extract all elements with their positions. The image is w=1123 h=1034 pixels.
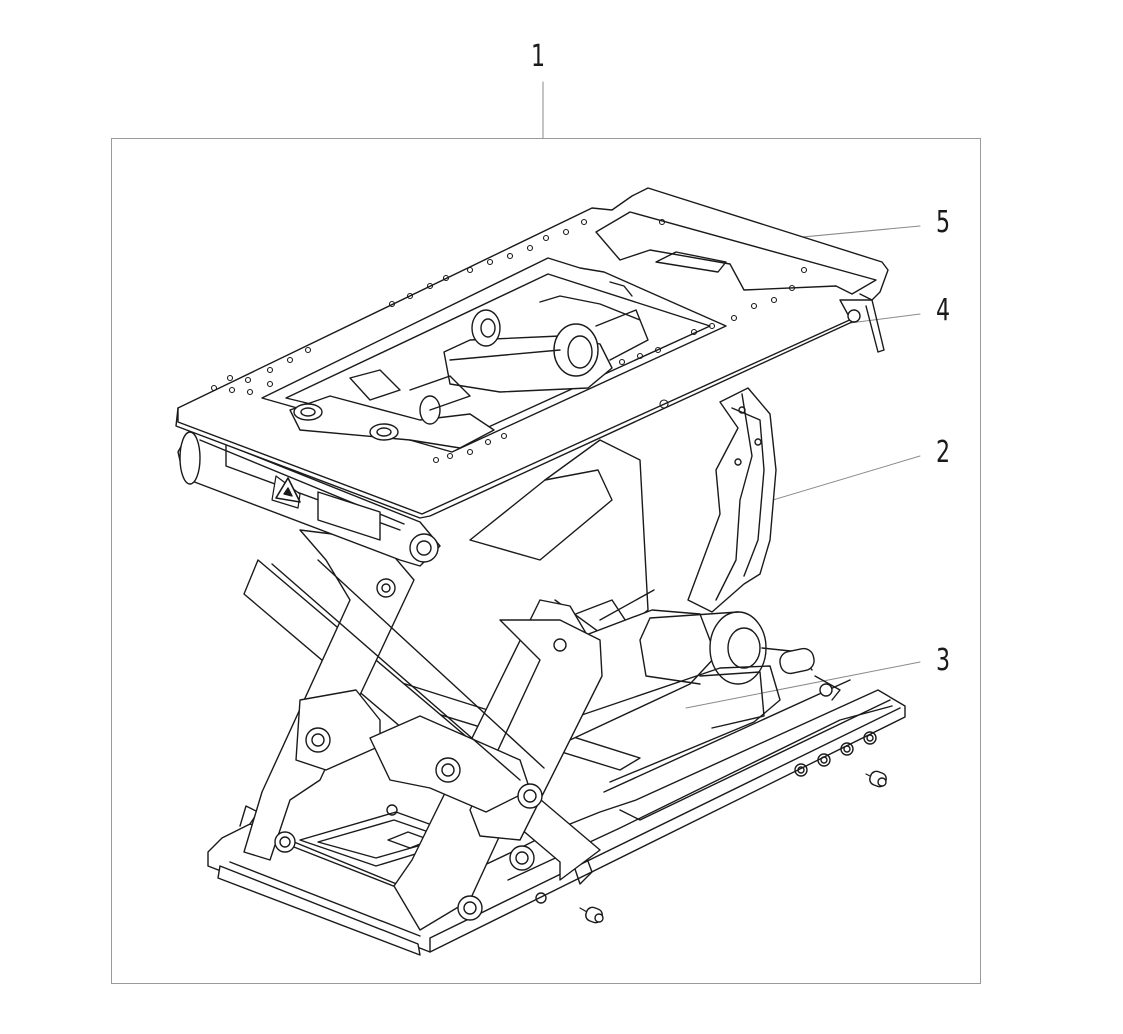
warning-triangle-icon (275, 477, 301, 503)
callout-5: 5 (936, 205, 951, 240)
side-bracket (687, 387, 777, 613)
top-roller (177, 429, 441, 567)
callout-3: 3 (936, 643, 951, 678)
callout-1: 1 (531, 39, 546, 74)
assembly-frame (111, 138, 981, 984)
callout-2: 2 (936, 435, 951, 470)
leader-3 (685, 661, 921, 709)
upper-damper (289, 281, 649, 449)
top-frame-holes (210, 218, 808, 464)
scissor-arms-front (243, 529, 603, 931)
callout-4: 4 (936, 293, 951, 328)
screw-icon (579, 770, 887, 924)
